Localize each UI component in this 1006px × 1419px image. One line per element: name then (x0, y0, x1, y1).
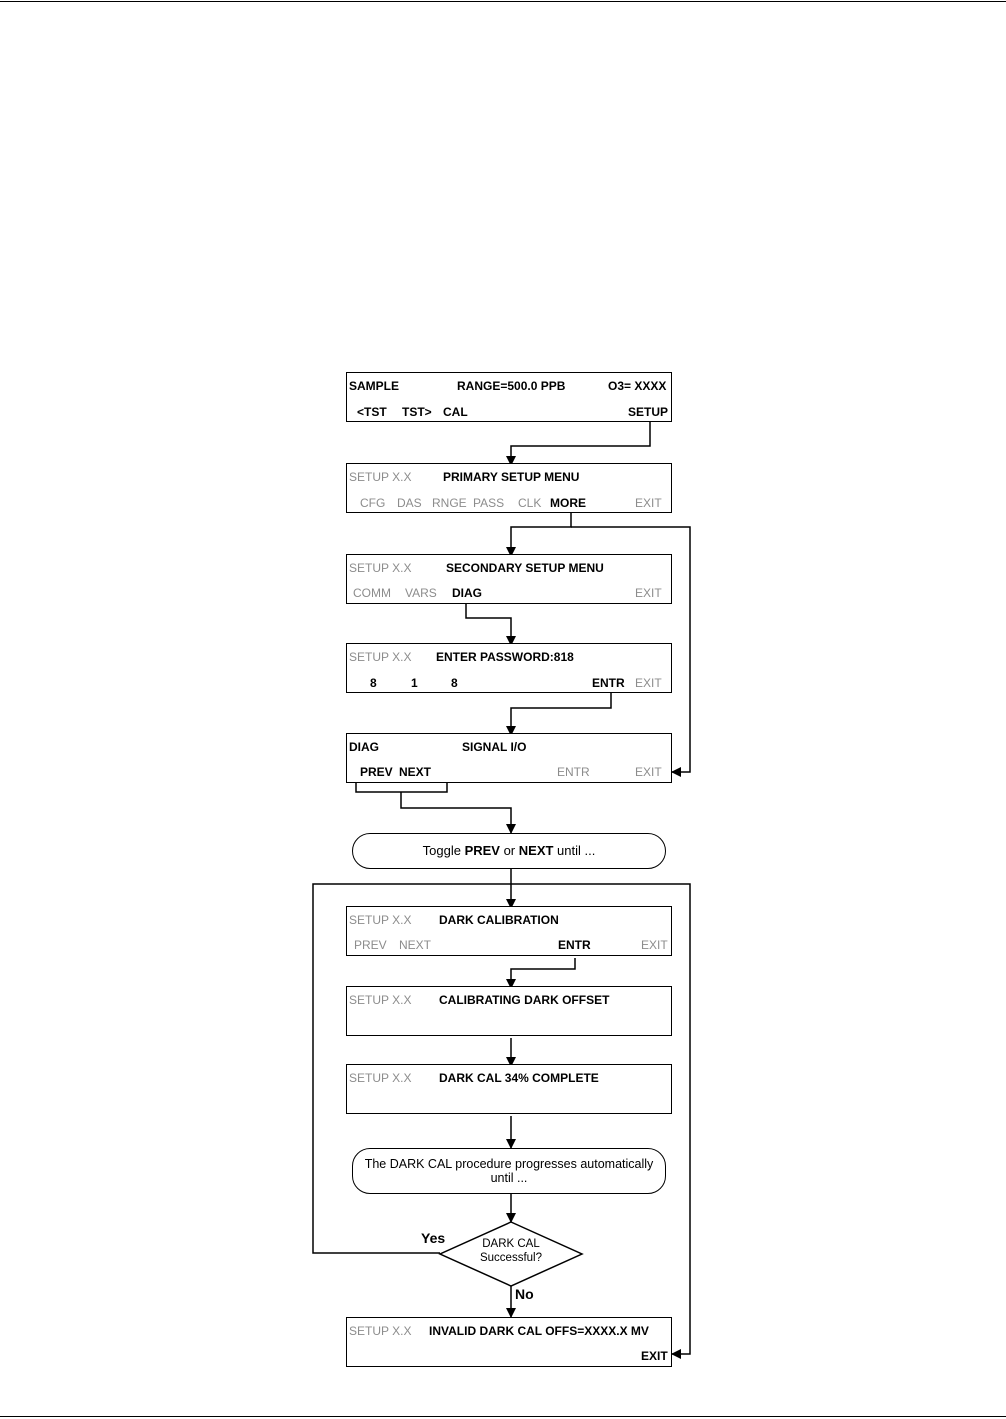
progress-message: DARK CAL 34% COMPLETE (439, 1071, 599, 1085)
cal-button[interactable]: CAL (443, 405, 468, 419)
status-label: SETUP X.X (349, 993, 412, 1007)
status-label: SETUP X.X (349, 913, 412, 927)
tst-next-button[interactable]: TST> (402, 405, 432, 419)
password-prompt: ENTER PASSWORD:818 (436, 650, 574, 664)
prev-button[interactable]: PREV (360, 765, 393, 779)
prev-button[interactable]: PREV (354, 938, 387, 952)
footer-rule (0, 1416, 1006, 1417)
status-label: SETUP X.X (349, 1071, 412, 1085)
more-button[interactable]: MORE (550, 496, 586, 510)
no-label: No (515, 1286, 534, 1302)
das-button[interactable]: DAS (397, 496, 422, 510)
connector-more (506, 511, 572, 557)
next-button[interactable]: NEXT (399, 765, 432, 779)
toggle-mid: or (499, 843, 519, 858)
display-primary-setup: SETUP X.X PRIMARY SETUP MENU CFG DAS RNG… (346, 463, 672, 513)
digit-1-button[interactable]: 8 (370, 676, 377, 690)
decision-line1: DARK CAL (482, 1238, 540, 1250)
display-sample: SAMPLE RANGE=500.0 PPB O3= XXXX <TST TST… (346, 372, 672, 422)
display-invalid-dark-cal: SETUP X.X INVALID DARK CAL OFFS=XXXX.X M… (346, 1317, 672, 1367)
error-message: INVALID DARK CAL OFFS=XXXX.X MV (429, 1324, 649, 1338)
pass-button[interactable]: PASS (473, 496, 505, 510)
status-label: SAMPLE (349, 379, 400, 393)
progress-note-line2: until ... (490, 1171, 528, 1185)
display-dark-calibration: SETUP X.X DARK CALIBRATION PREV NEXT ENT… (346, 906, 672, 956)
display-secondary-setup: SETUP X.X SECONDARY SETUP MENU COMM VARS… (346, 554, 672, 604)
tst-prev-button[interactable]: <TST (357, 405, 387, 419)
exit-button[interactable]: EXIT (641, 938, 668, 952)
decision-text: DARK CAL Successful? (470, 1237, 552, 1265)
yes-label: Yes (421, 1230, 446, 1246)
comm-button[interactable]: COMM (353, 586, 391, 600)
decision-diamond (438, 1221, 584, 1287)
exit-button[interactable]: EXIT (635, 676, 662, 690)
toggle-prev: PREV (464, 843, 500, 858)
connector-yes-loop (312, 883, 691, 1359)
entr-button[interactable]: ENTR (558, 938, 591, 952)
menu-title: PRIMARY SETUP MENU (443, 470, 580, 484)
display-calibrating-dark-offset: SETUP X.X CALIBRATING DARK OFFSET (346, 986, 672, 1036)
header-rule (0, 1, 1006, 2)
range-label: RANGE=500.0 PPB (457, 379, 566, 393)
connector-entr (506, 691, 612, 736)
menu-title: SIGNAL I/O (462, 740, 527, 754)
diag-button[interactable]: DIAG (452, 586, 482, 600)
connector-setup (506, 421, 651, 466)
decision-line2: Successful? (479, 1252, 542, 1264)
progress-note-line1: The DARK CAL procedure progresses automa… (364, 1157, 654, 1171)
entr-button[interactable]: ENTR (557, 765, 590, 779)
digit-3-button[interactable]: 8 (451, 676, 458, 690)
progress-note: The DARK CAL procedure progresses automa… (352, 1148, 666, 1194)
clk-button[interactable]: CLK (518, 496, 542, 510)
cfg-button[interactable]: CFG (360, 496, 386, 510)
exit-button[interactable]: EXIT (635, 586, 662, 600)
connector-more-bypass (571, 526, 691, 777)
connector-bracket (400, 792, 516, 834)
digit-2-button[interactable]: 1 (411, 676, 418, 690)
status-label: SETUP X.X (349, 470, 412, 484)
o3-value: O3= XXXX (608, 379, 667, 393)
menu-title: SECONDARY SETUP MENU (446, 561, 604, 575)
exit-button[interactable]: EXIT (635, 765, 662, 779)
connector-diag (465, 601, 516, 646)
toggle-pre: Toggle (422, 843, 465, 858)
toggle-next: NEXT (518, 843, 554, 858)
next-button[interactable]: NEXT (399, 938, 432, 952)
setup-button[interactable]: SETUP (628, 405, 669, 419)
status-label: SETUP X.X (349, 650, 412, 664)
display-enter-password: SETUP X.X ENTER PASSWORD:818 8 1 8 ENTR … (346, 643, 672, 693)
status-label: SETUP X.X (349, 1324, 412, 1338)
toggle-instruction: Toggle PREV or NEXT until ... (352, 833, 666, 869)
status-message: CALIBRATING DARK OFFSET (439, 993, 610, 1007)
exit-button[interactable]: EXIT (635, 496, 662, 510)
entr-button[interactable]: ENTR (592, 676, 625, 690)
menu-title: DARK CALIBRATION (439, 913, 559, 927)
vars-button[interactable]: VARS (405, 586, 437, 600)
exit-button[interactable]: EXIT (641, 1349, 668, 1363)
display-dark-cal-progress: SETUP X.X DARK CAL 34% COMPLETE (346, 1064, 672, 1114)
status-label: DIAG (349, 740, 379, 754)
display-signal-io: DIAG SIGNAL I/O PREV NEXT ENTR EXIT (346, 733, 672, 783)
connector-dark-entr (506, 958, 576, 989)
rnge-button[interactable]: RNGE (432, 496, 467, 510)
toggle-post: until ... (553, 843, 596, 858)
status-label: SETUP X.X (349, 561, 412, 575)
